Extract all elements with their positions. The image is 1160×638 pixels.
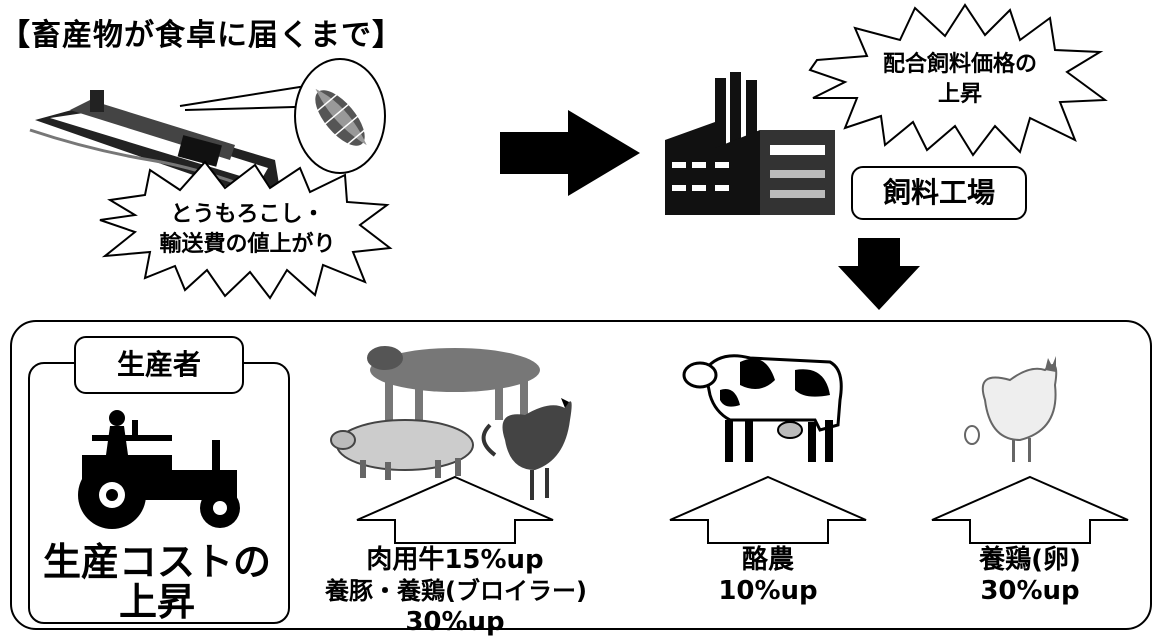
beef-cattle-icon <box>367 346 540 420</box>
transport-cost-burst <box>99 160 393 300</box>
dairy-increase-line2: 10%up <box>718 576 818 606</box>
beef-increase-line2: 養豚・養鶏(ブロイラー) <box>325 577 587 605</box>
up-arrow-icon-dairy <box>669 475 867 544</box>
corn-callout <box>179 58 386 174</box>
beef-increase-line3: 30%up <box>405 607 505 637</box>
producer-cost-line2: 上昇 <box>118 580 195 624</box>
beef-pig-broiler-image <box>330 346 572 500</box>
dairy-cow-image <box>682 354 843 462</box>
producer-tab: 生産者 <box>74 336 244 394</box>
egg-increase-line1: 養鶏(卵) <box>979 545 1081 575</box>
rooster-icon <box>481 398 572 500</box>
transport-burst-line1: とうもろこし・ <box>170 202 325 227</box>
egg-increase-line2: 30%up <box>980 576 1080 606</box>
feed-factory-image <box>665 72 835 215</box>
feed-price-burst <box>808 3 1108 157</box>
dairy-increase-line1: 酪農 <box>741 545 794 575</box>
feed-factory-label: 飼料工場 <box>851 166 1027 220</box>
up-arrow-icon-eggs <box>931 475 1129 544</box>
pig-icon <box>330 419 474 480</box>
feed-burst-line1: 配合飼料価格の <box>882 52 1037 77</box>
cargo-ship-image <box>29 90 281 202</box>
page-title: 【畜産物が食卓に届くまで】 <box>0 18 403 53</box>
feed-burst-line2: 上昇 <box>937 82 982 107</box>
transport-burst-line2: 輸送費の値上がり <box>159 232 336 257</box>
right-arrow-icon <box>500 110 640 196</box>
up-arrow-icon-beef <box>356 475 554 544</box>
egg-icon <box>964 425 980 445</box>
laying-hen-image <box>964 356 1058 462</box>
producer-section-container <box>10 320 1152 630</box>
down-arrow-icon <box>838 238 920 310</box>
beef-increase-line1: 肉用牛15%up <box>366 545 544 575</box>
tractor-image <box>78 410 240 529</box>
producer-cost-line1: 生産コストの <box>42 540 271 584</box>
corn-icon <box>315 88 367 147</box>
